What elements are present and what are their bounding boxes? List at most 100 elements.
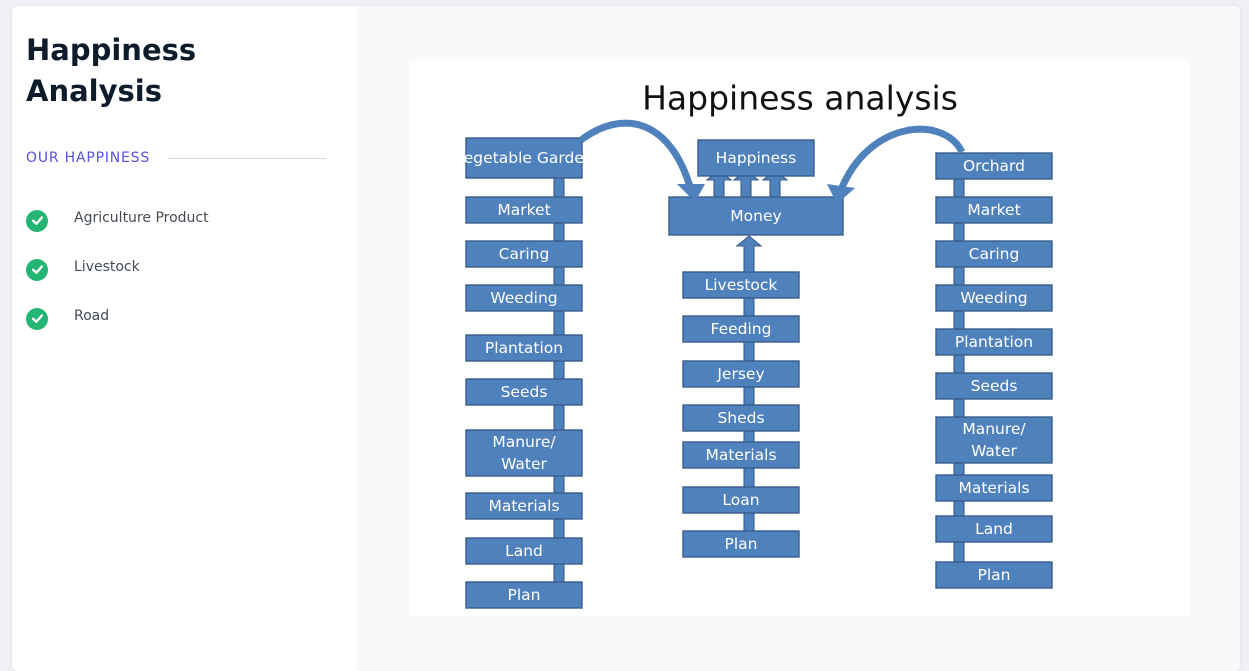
diagram-box-money: Money [668,196,844,236]
diagram-box-plan: Plan [682,530,800,558]
list-item-label: Livestock [74,258,140,275]
box-label: Materials [488,497,559,515]
box-label: Livestock [705,276,778,294]
box-shape [465,240,583,268]
box-label: Plan [978,566,1011,584]
diagram-box-caring: Caring [465,240,583,268]
box-label: Money [730,207,781,225]
diagram-box-orchard: Orchard [935,152,1053,180]
box-label: Loan [722,491,759,509]
diagram-box-plantation: Plantation [465,334,583,362]
box-label-line: Water [971,442,1017,460]
diagram-box-materials: Materials [465,492,583,520]
up-arrow [735,235,763,273]
sidebar: Happiness Analysis OUR HAPPINESS Agricul… [26,30,326,343]
box-label: Land [505,542,543,560]
box-shape [465,196,583,224]
list-item: Livestock [26,245,326,294]
box-shape [935,196,1053,224]
curved-arrow-right-head [827,184,855,204]
check-circle-icon [26,258,48,281]
box-shape [682,486,800,514]
list-item: Agriculture Product [26,196,326,245]
box-shape [465,137,583,179]
list-item: Road [26,294,326,343]
diagram-box-land: Land [935,515,1053,543]
box-shape [935,240,1053,268]
curved-arrow-left [578,119,695,191]
box-shape [465,581,583,609]
check-circle-icon [26,209,48,232]
box-shape [935,372,1053,400]
list-item-label: Road [74,307,110,324]
box-label: Materials [705,446,776,464]
box-label: Market [967,201,1020,219]
box-shape [682,271,800,299]
box-label: Caring [969,245,1020,263]
happiness-list: Agriculture Product Livestock Road [26,196,326,343]
section-header: OUR HAPPINESS [26,150,326,166]
box-label: Plan [508,586,541,604]
diagram-box-plan: Plan [465,581,583,609]
box-shape [935,416,1053,464]
box-label: Seeds [501,383,548,401]
diagram-box-seeds: Seeds [935,372,1053,400]
diagram-box-jersey: Jersey [682,360,800,388]
box-shape [935,561,1053,589]
section-divider [168,157,326,159]
box-shape [465,378,583,406]
diagram-box-weeding: Weeding [935,284,1053,312]
diagram-box-plan: Plan [935,561,1053,589]
box-shape [668,196,844,236]
box-shape [465,284,583,312]
list-item-label: Agriculture Product [74,209,209,226]
box-label: Caring [499,245,550,263]
box-shape [935,515,1053,543]
diagram-box-manure-water: Manure/Water [935,416,1053,464]
happiness-diagram: Happiness analysis Vegetable GardenMarke… [454,79,1053,609]
box-label-line: Manure/ [492,433,556,451]
diagram-box-sheds: Sheds [682,404,800,432]
box-label: Sheds [717,409,764,427]
diagram-box-market: Market [465,196,583,224]
box-shape [697,139,815,177]
diagram-box-materials: Materials [935,474,1053,502]
box-label: Orchard [963,157,1025,175]
box-label: Seeds [971,377,1018,395]
box-shape [465,537,583,565]
box-shape [682,441,800,469]
page-title: Happiness Analysis [26,33,197,108]
diagram-box-seeds: Seeds [465,378,583,406]
box-label: Vegetable Garden [454,149,593,167]
box-label: Plantation [955,333,1033,351]
box-shape [935,284,1053,312]
section-label: OUR HAPPINESS [26,150,151,166]
box-shape [935,152,1053,180]
box-shape [682,315,800,343]
diagram-box-happiness: Happiness [697,139,815,177]
curved-arrow-left-head [677,184,705,202]
diagram-box-livestock: Livestock [682,271,800,299]
curved-arrow-right [837,125,966,192]
diagram-box-weeding: Weeding [465,284,583,312]
box-shape [682,360,800,388]
diagram-box-market: Market [935,196,1053,224]
box-label: Market [497,201,550,219]
box-shape [682,530,800,558]
box-label: Happiness [716,149,797,167]
diagram-box-manure-water: Manure/Water [465,429,583,477]
diagram-box-vegetable-garden: Vegetable Garden [454,137,594,179]
box-label: Weeding [490,289,557,307]
box-label-line: Manure/ [962,420,1026,438]
diagram-box-land: Land [465,537,583,565]
box-label: Jersey [716,365,764,383]
box-shape [465,492,583,520]
box-label: Land [975,520,1013,538]
box-label: Plantation [485,339,563,357]
box-label: Plan [725,535,758,553]
diagram-box-plantation: Plantation [935,328,1053,356]
diagram-box-caring: Caring [935,240,1053,268]
box-label: Materials [958,479,1029,497]
check-circle-icon [26,307,48,330]
box-shape [935,474,1053,502]
